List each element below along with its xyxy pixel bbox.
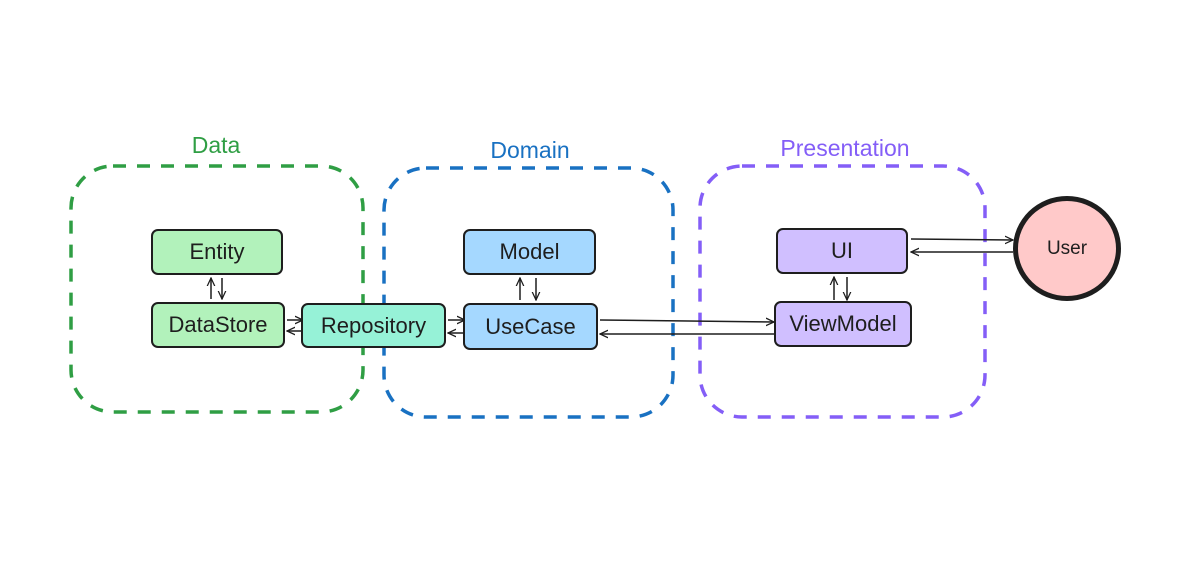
data-group-boundary [69, 164, 365, 414]
arrow-ui-to-user [910, 239, 1013, 240]
presentation-group-boundary [698, 164, 987, 419]
user-node[interactable]: User [1013, 196, 1121, 301]
ui-node[interactable]: UI [776, 228, 908, 274]
domain-group-label: Domain [490, 137, 570, 163]
repository-node[interactable]: Repository [301, 303, 446, 348]
usecase-node[interactable]: UseCase [463, 303, 598, 350]
arrow-usecase-to-viewmodel [599, 320, 774, 322]
datastore-node[interactable]: DataStore [151, 302, 285, 348]
domain-group-boundary [382, 166, 675, 419]
presentation-group-label: Presentation [780, 135, 910, 161]
entity-node[interactable]: Entity [151, 229, 283, 275]
connector-arrows [211, 239, 1013, 334]
viewmodel-node[interactable]: ViewModel [774, 301, 912, 347]
data-group-label: Data [191, 132, 241, 158]
model-node[interactable]: Model [463, 229, 596, 275]
